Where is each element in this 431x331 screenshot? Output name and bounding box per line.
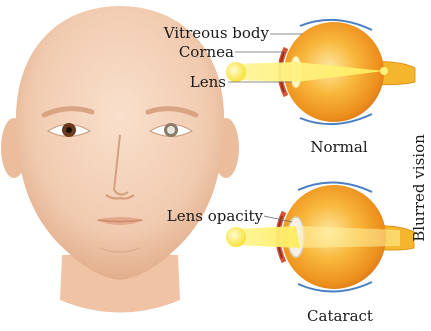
label-cornea: Cornea (179, 43, 234, 61)
label-cataract: Cataract (307, 307, 373, 325)
label-lens: Lens (190, 73, 226, 91)
focal-point (380, 67, 388, 75)
light-source-icon (226, 62, 246, 82)
label-normal: Normal (310, 138, 367, 156)
label-blurred-vision: Blurred vision (410, 134, 428, 242)
label-vitreous-body: Vitreous body (163, 24, 270, 42)
cataract-eye-cross-section (226, 182, 414, 291)
light-source-icon (226, 227, 246, 247)
label-lens-opacity: Lens opacity (167, 207, 264, 225)
